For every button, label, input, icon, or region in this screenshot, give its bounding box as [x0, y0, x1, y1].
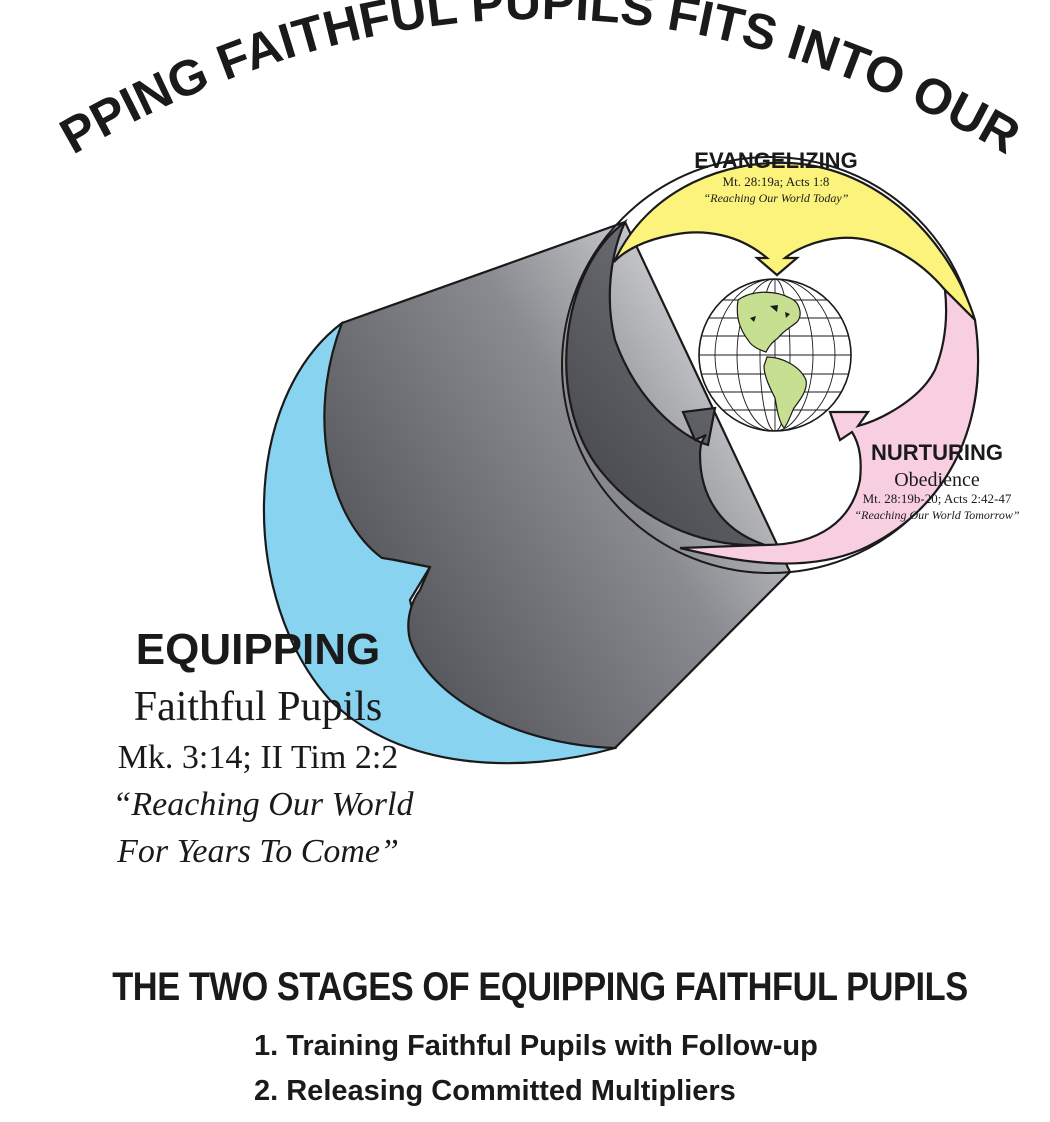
- evangelizing-tagline: “Reaching Our World Today”: [704, 191, 849, 205]
- equipping-cylinder: [323, 220, 792, 750]
- stage-item-2: 2. Releasing Committed Multipliers: [254, 1075, 736, 1107]
- diagram-title: “HOW EQUIPPING FAITHFUL PUPILS FITS INTO…: [0, 0, 1029, 165]
- equipping-tagline-line2: For Years To Come”: [116, 833, 399, 870]
- equipping-heading: EQUIPPING: [136, 625, 381, 674]
- stage-item-1: 1. Training Faithful Pupils with Follow-…: [254, 1030, 818, 1062]
- nurturing-subheading: Obedience: [894, 469, 980, 491]
- nurturing-arrow: [679, 287, 980, 565]
- cylinder-rim-arrow: [565, 218, 766, 547]
- evangelizing-reference: Mt. 28:19a; Acts 1:8: [723, 174, 830, 189]
- americas-land-icon: [736, 291, 807, 429]
- equipping-tagline-line1: “Reaching Our World: [113, 786, 415, 823]
- stages-title: THE TWO STAGES OF EQUIPPING FAITHFUL PUP…: [112, 965, 968, 1009]
- evangelizing-arrow: [613, 161, 977, 321]
- nurturing-heading: NURTURING: [871, 440, 1003, 465]
- nurturing-tagline: “Reaching Our World Tomorrow”: [854, 508, 1019, 522]
- equipping-reference: Mk. 3:14; II Tim 2:2: [118, 739, 399, 776]
- equipping-subheading: Faithful Pupils: [134, 684, 383, 730]
- globe-icon: [698, 278, 852, 432]
- nurturing-reference: Mt. 28:19b-20; Acts 2:42-47: [863, 491, 1012, 506]
- evangelizing-heading: EVANGELIZING: [694, 148, 857, 173]
